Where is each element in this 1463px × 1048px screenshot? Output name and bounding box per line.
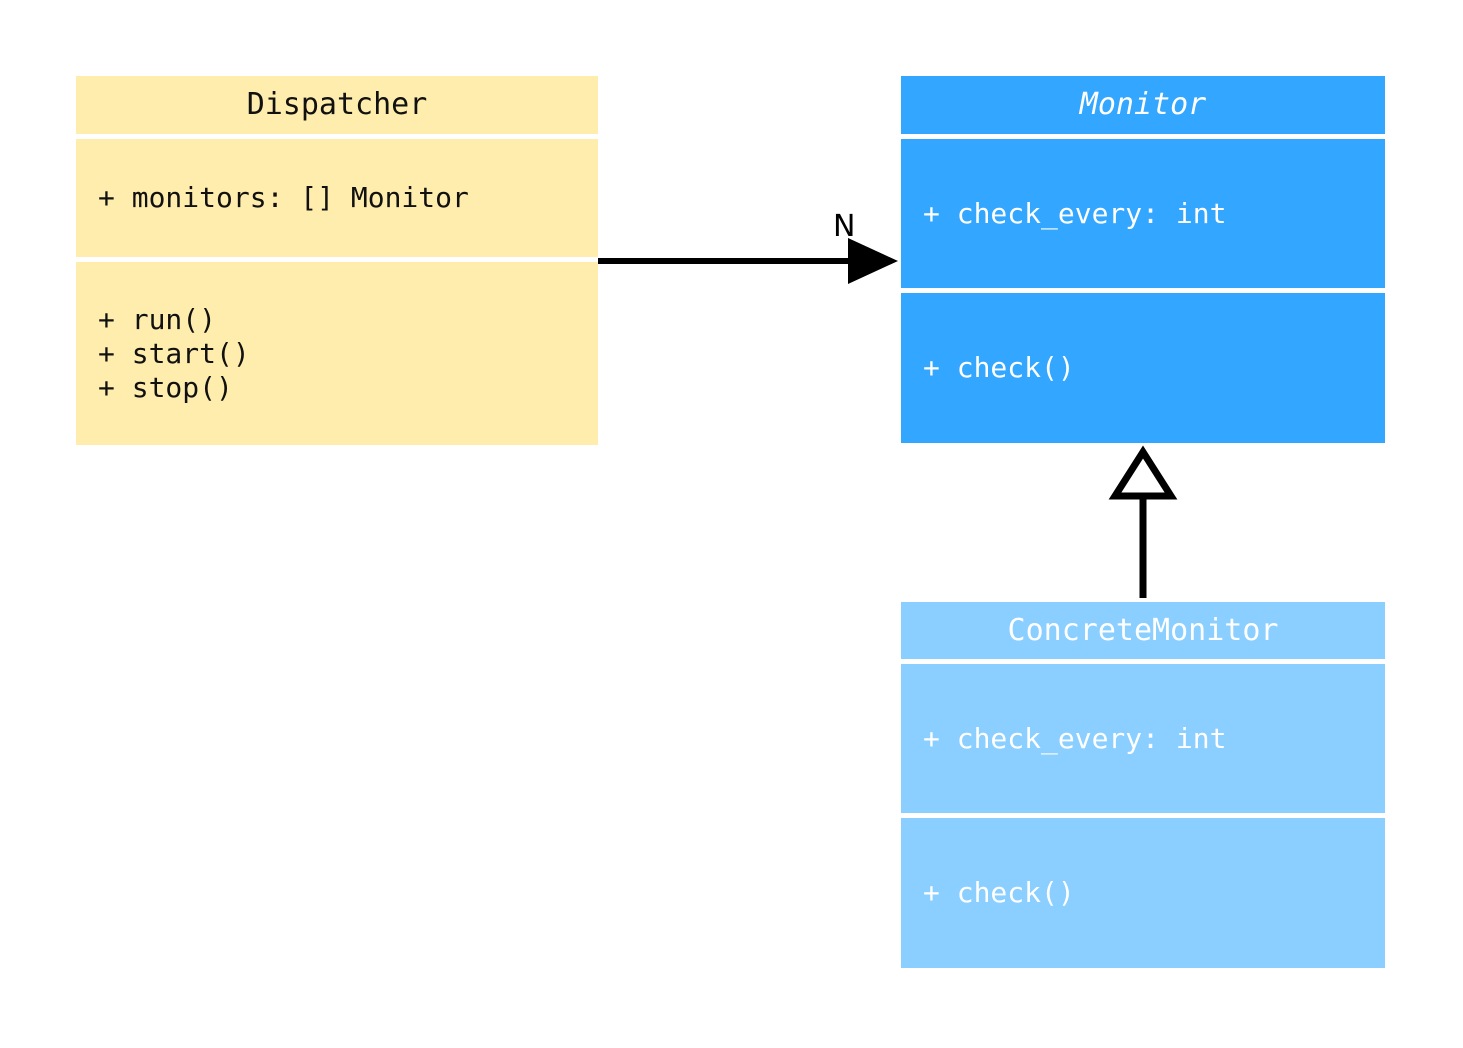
method-row: + check() [923,351,1075,384]
separator-dispatcher-1 [76,134,598,139]
method-row: + check() [923,876,1075,909]
class-methods-dispatcher: + run() + start() + stop() [76,262,598,445]
class-methods-monitor: + check() [901,293,1385,443]
attribute-row: + monitors: [] Monitor [98,181,469,214]
method-row: + run() [98,302,217,336]
attribute-row: + check_every: int [923,721,1227,755]
association-arrowhead-icon [848,238,898,284]
generalization-arrowhead-icon [1108,445,1178,500]
class-box-concrete-monitor[interactable]: ConcreteMonitor + check_every: int + che… [901,602,1385,968]
class-title-monitor: Monitor [1079,87,1207,122]
class-box-monitor[interactable]: Monitor + check_every: int + check() [901,76,1385,443]
class-title-concrete-monitor: ConcreteMonitor [1007,612,1279,648]
class-box-dispatcher[interactable]: Dispatcher + monitors: [] Monitor + run(… [76,76,598,445]
association-multiplicity-label: N [833,209,856,244]
separator-monitor-1 [901,134,1385,139]
class-methods-concrete-monitor: + check() [901,818,1385,968]
class-title-dispatcher: Dispatcher [246,87,428,122]
class-attributes-concrete-monitor: + check_every: int [901,664,1385,813]
generalization-concrete-to-monitor [1108,445,1178,598]
association-dispatcher-to-monitor [598,238,898,284]
method-row: + start() [98,336,250,370]
method-row: + stop() [98,370,233,404]
separator-monitor-2 [901,288,1385,293]
separator-concrete-2 [901,813,1385,818]
class-attributes-dispatcher: + monitors: [] Monitor [76,139,598,257]
attribute-row: + check_every: int [923,196,1227,230]
separator-dispatcher-2 [76,257,598,262]
separator-concrete-1 [901,659,1385,664]
class-attributes-monitor: + check_every: int [901,139,1385,288]
